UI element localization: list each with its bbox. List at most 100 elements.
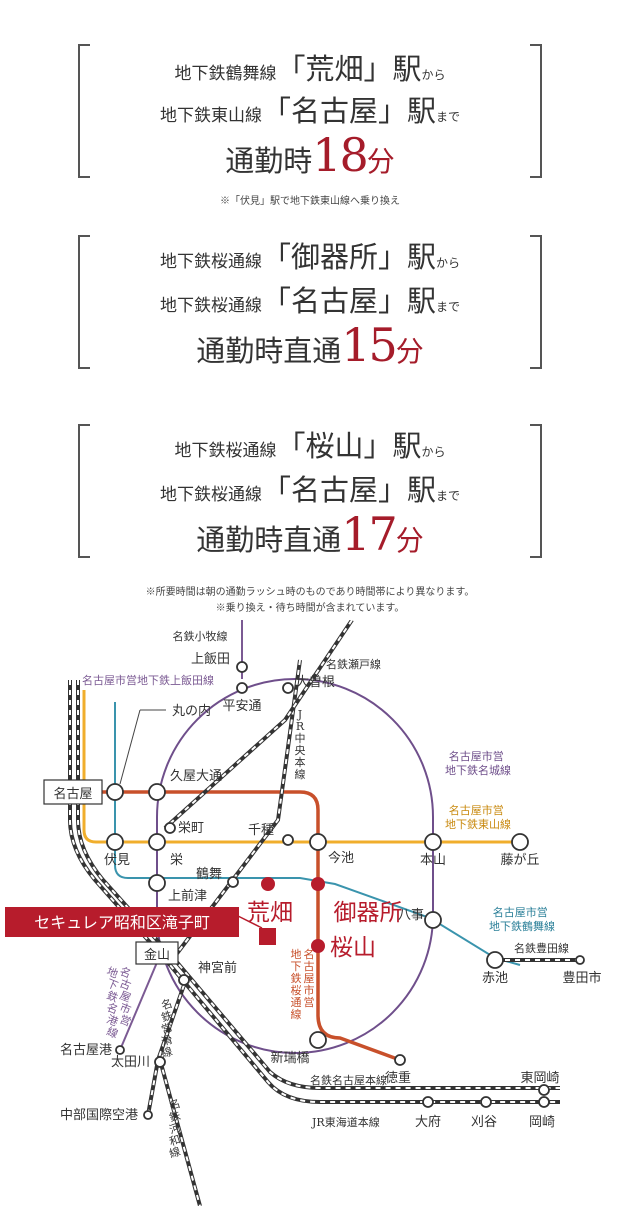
jrchuo-char: J [297, 708, 302, 721]
line-label-meijo-1: 名古屋市営 [449, 749, 504, 763]
kowa-char: 名 [167, 1096, 182, 1113]
station-label-kanayama: 金山 [144, 947, 170, 963]
meiko-char: 営 [118, 1012, 133, 1029]
higashiyama-line [82, 690, 520, 844]
station-obu [422, 1096, 434, 1108]
meiko-char: 下 [105, 977, 120, 993]
line-label-meitetsu-toyota: 名鉄豊田線 [514, 941, 569, 955]
station-motoyama [424, 833, 442, 851]
station-label-nagoya: 名古屋 [53, 786, 92, 802]
transfer-footnote: ※「伏見」駅で地下鉄東山線へ乗り換え [220, 196, 400, 207]
station-label-yagoto: 八事 [398, 908, 424, 923]
sakura-char: 線 [291, 1007, 302, 1021]
meiko-char: 地 [105, 965, 120, 981]
station-aratama-bashi [309, 1031, 327, 1049]
station-okazaki [538, 1096, 550, 1108]
jrchuo-char: 線 [295, 767, 306, 781]
jrchuo-char: 本 [295, 755, 306, 769]
station-label-kamiiida: 上飯田 [191, 652, 230, 667]
meiko-char: 港 [105, 1013, 120, 1029]
station-label-kariya: 刈谷 [471, 1115, 497, 1130]
commute-minutes: 18 [312, 128, 369, 182]
station-tsurumai [227, 876, 239, 888]
station-nodes [106, 661, 585, 1120]
meiko-char: 古 [118, 977, 133, 993]
bracket-right [530, 424, 542, 558]
station-otagawa [154, 1056, 166, 1068]
station-label-marunouchi: 丸の内 [172, 703, 211, 719]
tokoname-char: 名 [159, 996, 174, 1013]
origin-station: 「御器所」 [261, 240, 407, 274]
station-jingumae [178, 974, 190, 986]
station-label-chikusa: 千種 [248, 822, 274, 838]
station-fujigaoka [511, 833, 529, 851]
station-label-tsurumai: 鶴舞 [196, 866, 222, 882]
sakura-char: 屋 [304, 972, 315, 985]
meiko-char: 名 [105, 1000, 120, 1017]
meitetsu-seto-line [163, 620, 354, 830]
tokoname-char: 滑 [160, 1033, 174, 1049]
meitetsu-tokoname-line [146, 984, 202, 1206]
station-label-ozone: 大曽根 [296, 675, 335, 690]
station-tokushige [394, 1054, 406, 1066]
station-sakae [148, 833, 166, 851]
sakura-char: 名 [304, 947, 315, 961]
station-sakurayama-marker [311, 939, 325, 953]
nagoya-label-box [43, 779, 103, 805]
line-label-higashiyama-2: 地下鉄東山線 [445, 817, 511, 831]
destination-station: 「名古屋」 [261, 473, 407, 507]
line-label-meijo-2: 地下鉄名城線 [445, 763, 511, 777]
destination-station: 「名古屋」 [261, 94, 407, 128]
station-label-sakurayama: 桜山 [330, 935, 376, 961]
line-label-meitetsu-komaki: 名鉄小牧線 [173, 629, 228, 643]
station-label-imaike: 今池 [328, 850, 354, 866]
station-ozone [282, 682, 294, 694]
kowa-char: 河 [168, 1121, 182, 1137]
sakura-char: 地 [291, 948, 302, 961]
station-yagoto [424, 911, 442, 929]
destination-line: 地下鉄東山線「名古屋」駅まで [159, 94, 461, 128]
sakura-char: 市 [304, 983, 315, 997]
property-label-box [5, 907, 239, 937]
station-chikusa [282, 834, 294, 846]
line-label-higashiyama-1: 名古屋市営 [449, 803, 504, 817]
kanayama-label-box [135, 941, 179, 965]
origin-line: 地下鉄鶴舞線「荒畑」駅から [174, 52, 446, 86]
origin-station: 「桜山」 [276, 429, 393, 463]
meiko-line [119, 959, 159, 1051]
line-label-meitetsu-seto: 名鉄瀬戸線 [326, 657, 381, 671]
jrchuo-char: 央 [295, 744, 306, 757]
line-label-tsurumai-2: 地下鉄鶴舞線 [489, 919, 555, 933]
station-label-sakaemachi: 栄町 [178, 821, 204, 836]
station-label-heian-dori: 平安通 [222, 699, 261, 714]
destination-line: 地下鉄桜通線「名古屋」駅まで [159, 473, 461, 507]
station-arahata-marker [261, 877, 275, 891]
meiko-char: 名 [118, 964, 133, 981]
station-hisaya-odori [148, 783, 166, 801]
property-location-marker [259, 928, 276, 945]
tsurumai-line [114, 702, 521, 966]
route-map: 名古屋 金山 セキュレア昭和区滝子町 荒畑 御器所 桜山 上飯田 平安通 大曽根… [5, 620, 602, 1206]
station-label-otagawa: 太田川 [111, 1055, 150, 1070]
line-label-meitetsu-nagoya-main: 名鉄名古屋本線 [310, 1073, 387, 1087]
station-nagoyako [115, 1045, 125, 1055]
meijo-line-loop [156, 678, 434, 1054]
sakura-char: 古 [304, 960, 315, 973]
jrchuo-char: 中 [295, 732, 306, 745]
line-label-tsurumai: 名古屋市営 地下鉄鶴舞線 [489, 905, 555, 933]
commute-minutes: 17 [341, 507, 398, 561]
line-label-meijo: 名古屋市営 地下鉄名城線 [445, 749, 511, 777]
tokoname-char: 線 [159, 1044, 174, 1061]
origin-line: 地下鉄桜通線「桜山」駅から [174, 429, 446, 463]
station-gokiso-marker [311, 877, 325, 891]
meiko-char: 市 [118, 1000, 133, 1017]
station-marunouchi [106, 783, 124, 801]
line-label-kamiiida: 名古屋市営地下鉄上飯田線 [82, 673, 214, 687]
meiko-char: 鉄 [105, 988, 120, 1005]
sakura-char: 営 [304, 995, 315, 1009]
station-label-hisaya-odori: 久屋大通 [170, 769, 222, 784]
station-label-arahata: 荒畑 [247, 900, 293, 926]
destination-station: 「名古屋」 [261, 284, 407, 318]
